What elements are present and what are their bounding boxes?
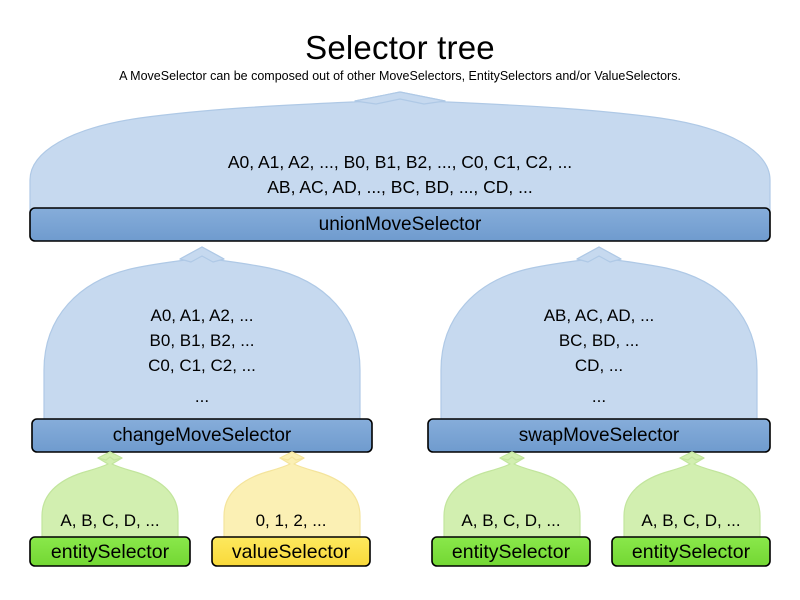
page-subtitle: A MoveSelector can be composed out of ot… xyxy=(119,69,681,83)
union-move-selector-bar[interactable] xyxy=(29,207,771,242)
entity-selector-2-balloon xyxy=(443,451,581,544)
entity-selector-2-bar[interactable] xyxy=(431,536,591,567)
swap-move-selector-bar[interactable] xyxy=(427,418,771,453)
entity-selector-3-balloon xyxy=(623,451,761,544)
entity-selector-1-balloon xyxy=(41,451,179,544)
swap-move-selector-balloon xyxy=(440,246,758,428)
entity-selector-1-bar[interactable] xyxy=(29,536,191,567)
union-move-selector-balloon xyxy=(29,91,771,217)
value-selector-1-bar[interactable] xyxy=(211,536,371,567)
page-title: Selector tree xyxy=(305,29,495,66)
value-selector-1-balloon xyxy=(223,451,361,544)
entity-selector-3-bar[interactable] xyxy=(611,536,771,567)
change-move-selector-bar[interactable] xyxy=(31,418,373,453)
change-move-selector-balloon xyxy=(43,246,361,428)
